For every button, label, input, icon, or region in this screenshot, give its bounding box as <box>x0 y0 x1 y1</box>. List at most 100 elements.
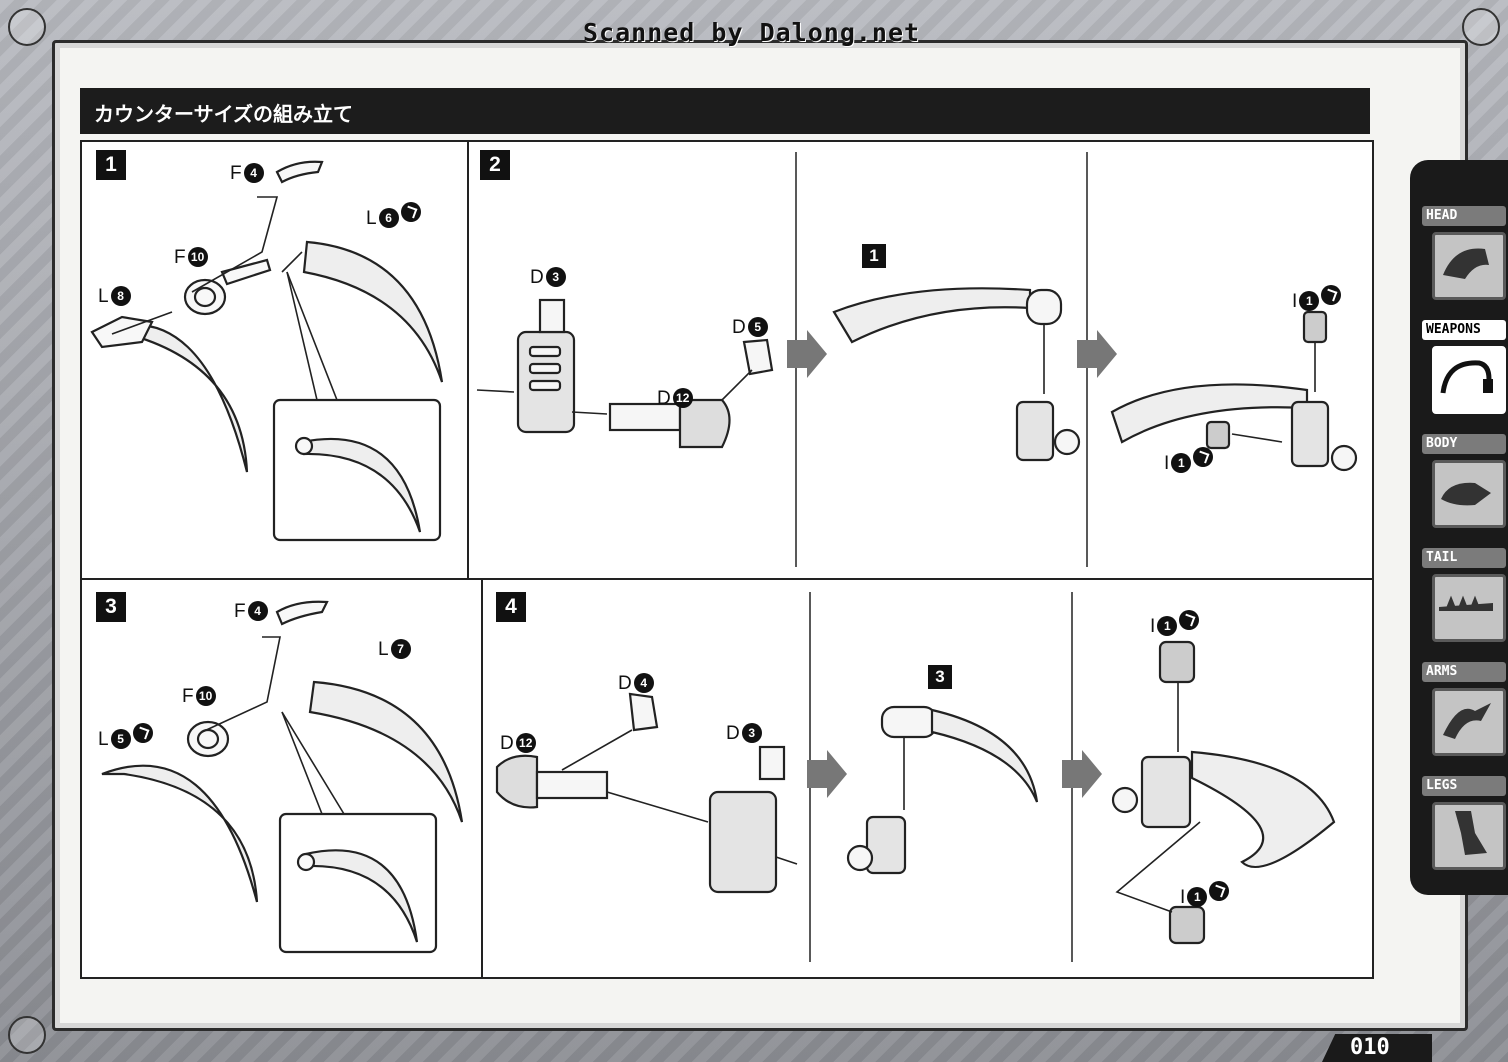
ring-hole-b <box>196 728 220 750</box>
blade-part-l7 <box>308 680 464 823</box>
guide-line <box>281 251 303 273</box>
joint-cap <box>1053 428 1081 456</box>
part-f4-b <box>275 600 329 626</box>
shaft-d12-b <box>535 770 609 800</box>
joint-slot <box>528 379 562 392</box>
cap-i1-top-b <box>1158 640 1196 684</box>
page-number-box: 010 <box>1322 1034 1432 1062</box>
step1-drawing <box>90 160 444 542</box>
tab-arms[interactable]: ARMS <box>1418 662 1508 774</box>
joint-assembled-2 <box>1290 400 1330 468</box>
watermark: Scanned by Dalong.net <box>583 18 921 47</box>
next-arrow-icon <box>807 750 847 798</box>
substep-3-badge: 3 <box>928 665 952 689</box>
tab-weapons[interactable]: WEAPONS <box>1418 320 1508 432</box>
joint-peg <box>538 298 566 334</box>
flip-icon <box>1179 610 1200 630</box>
guide-line <box>286 271 338 401</box>
tab-body[interactable]: BODY <box>1418 434 1508 546</box>
tab-label: LEGS <box>1422 776 1506 796</box>
corner-ring-icon <box>8 8 46 46</box>
ball-cap <box>678 398 731 449</box>
step-1-badge: 1 <box>96 150 126 180</box>
blade-hinge <box>90 315 154 349</box>
blade-ring-b <box>880 705 938 739</box>
clip-d4 <box>628 692 659 732</box>
detail-inset-b <box>278 812 438 954</box>
guide-line <box>286 271 318 401</box>
cap-i1-top <box>1302 310 1328 344</box>
guide-line <box>1115 821 1201 913</box>
guide-line <box>281 711 323 815</box>
assembled-ring-b <box>296 852 316 872</box>
head-icon <box>1432 232 1506 300</box>
guide-line <box>561 729 633 771</box>
blade-assembled-3 <box>930 708 1039 803</box>
blade-assembled-4 <box>1190 750 1336 869</box>
tab-tail[interactable]: TAIL <box>1418 548 1508 660</box>
weapons-icon <box>1432 346 1506 414</box>
corner-ring-icon <box>1462 8 1500 46</box>
guide-line <box>571 411 608 415</box>
joint-peg-b <box>758 745 786 781</box>
joint-cap-4 <box>1111 786 1139 814</box>
section-sidebar: HEAD WEAPONS BODY TAIL ARMS LEGS <box>1410 160 1508 895</box>
step-3-badge: 3 <box>96 592 126 622</box>
tab-label: ARMS <box>1422 662 1506 682</box>
next-arrow-icon <box>1077 330 1117 378</box>
joint-slot <box>528 362 562 375</box>
detail-inset <box>272 398 442 542</box>
blade-assembled-1 <box>832 287 1032 344</box>
page-number: 010 <box>1350 1035 1390 1060</box>
section-title-bar: カウンターサイズの組み立て <box>80 88 1370 134</box>
ball-cap-d12 <box>495 754 539 809</box>
step-4-badge: 4 <box>496 592 526 622</box>
tab-label: HEAD <box>1422 206 1506 226</box>
flip-icon <box>400 202 421 222</box>
blade-ring <box>1025 288 1063 326</box>
joint-slot <box>528 345 562 358</box>
body-icon <box>1432 460 1506 528</box>
assembled-ring <box>294 436 314 456</box>
tail-icon <box>1432 574 1506 642</box>
tab-label: WEAPONS <box>1422 320 1506 340</box>
step-2-badge: 2 <box>480 150 510 180</box>
blade-part-l6 <box>302 240 444 383</box>
guide-line <box>606 791 709 823</box>
arms-icon <box>1432 688 1506 756</box>
guide-line <box>1231 433 1283 443</box>
part-f4 <box>275 160 324 184</box>
ring-hole <box>193 286 217 308</box>
tab-label: BODY <box>1422 434 1506 454</box>
assembled-blade-b <box>304 849 419 943</box>
tab-legs[interactable]: LEGS <box>1418 776 1508 888</box>
joint-block-d3-b <box>708 790 778 894</box>
joint-assembled-3 <box>865 815 907 875</box>
assembly-drawings <box>82 142 1372 977</box>
flip-icon <box>1321 285 1342 305</box>
flip-icon <box>132 723 153 743</box>
joint-cap-2 <box>1330 444 1358 472</box>
guide-line <box>476 389 515 393</box>
next-arrow-icon <box>1062 750 1102 798</box>
blade-assembled-2 <box>1110 383 1309 444</box>
next-arrow-icon <box>787 330 827 378</box>
legs-icon <box>1432 802 1506 870</box>
tab-head[interactable]: HEAD <box>1418 206 1508 318</box>
guide-line <box>111 311 173 335</box>
joint-cap-3 <box>846 844 874 872</box>
